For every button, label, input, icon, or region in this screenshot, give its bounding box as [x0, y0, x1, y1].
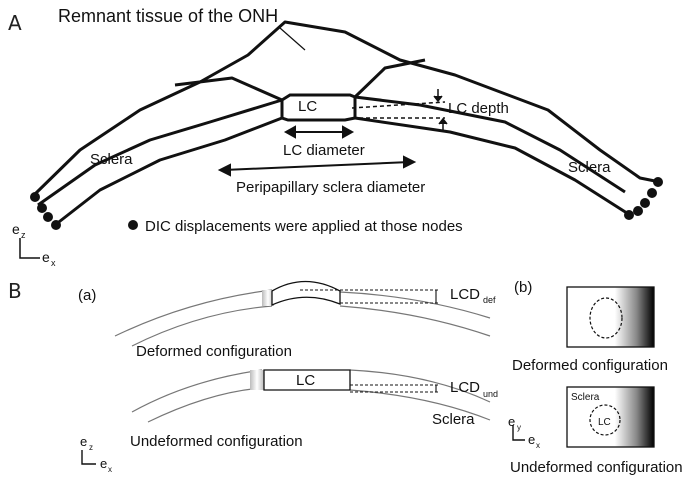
onh-geometry: [32, 20, 661, 227]
axis-ba-z-sub: z: [89, 443, 93, 452]
lcd-def-sub: def: [483, 295, 496, 305]
undeformed-box: [566, 386, 655, 448]
undeformed-config-a: Undeformed configuration: [130, 433, 303, 450]
axes-a: [19, 238, 40, 259]
axis-bb-y-sub: y: [517, 423, 521, 432]
axis-a-z-sub: z: [21, 230, 26, 240]
undeformed-lc-label: LC: [296, 372, 315, 389]
peripapillary-label: Peripapillary sclera diameter: [236, 179, 425, 196]
lcd-und-marker: [350, 384, 438, 393]
lc-region: [280, 93, 357, 122]
deformed-box: [566, 286, 655, 348]
undeformed-lc-outline: [589, 404, 621, 436]
lcd-und-label: LCD: [450, 379, 480, 396]
undeformed-config-b: Undeformed configuration: [510, 459, 683, 476]
undeformed-lc: [263, 369, 351, 391]
box-sclera-label: Sclera: [571, 392, 600, 403]
axis-bb-x-sub: x: [536, 441, 540, 450]
axis-ba-x-sub: x: [108, 465, 112, 474]
axis-a-x-sub: x: [51, 258, 56, 268]
deformed-config-a: Deformed configuration: [136, 343, 292, 360]
sclera-right-label: Sclera: [568, 159, 611, 176]
box-lc-label: LC: [598, 417, 611, 428]
deformed-config-b: Deformed configuration: [512, 357, 668, 374]
axis-ba-z: e: [80, 434, 87, 449]
lcd-def-label: LCD: [450, 286, 480, 303]
deformed-wall-shade-left: [262, 290, 274, 306]
sclera-b-label: Sclera: [432, 411, 475, 428]
title-leader: [279, 27, 306, 51]
panel-a-label: A: [8, 11, 22, 35]
dic-nodes-right: [624, 177, 663, 220]
legend-node-dot: [128, 220, 138, 230]
axis-a-x: e: [42, 249, 50, 265]
undeformed-wall-shade-left: [250, 370, 264, 390]
deformed-lc: [271, 280, 341, 307]
axes-b-a: [81, 450, 96, 465]
axis-ba-x: e: [100, 456, 107, 471]
axis-bb-x: e: [528, 432, 535, 447]
sub-b-label: (b): [514, 279, 532, 296]
lc-diameter-arrow: [283, 125, 355, 139]
axis-bb-y: e: [508, 414, 515, 429]
lc-label: LC: [298, 98, 317, 115]
lcd-def-marker: [300, 289, 438, 304]
deformed-lc-outline: [589, 297, 623, 339]
peripapillary-arrow: [217, 155, 417, 177]
lc-depth-marker: [351, 89, 448, 131]
deformed-wall: [114, 289, 491, 347]
panel-b-label: B: [8, 279, 22, 303]
lc-depth-label: LC depth: [448, 100, 509, 117]
dic-nodes-left: [30, 192, 61, 230]
sub-a-label: (a): [78, 287, 96, 304]
lc-diameter-label: LC diameter: [283, 142, 365, 159]
legend-text: DIC displacements were applied at those …: [145, 218, 463, 235]
axes-b-b: [512, 425, 525, 441]
sclera-left-label: Sclera: [90, 151, 133, 168]
axis-a-z: e: [12, 221, 20, 237]
remnant-tissue-title: Remnant tissue of the ONH: [58, 6, 278, 26]
lcd-und-sub: und: [483, 389, 498, 399]
